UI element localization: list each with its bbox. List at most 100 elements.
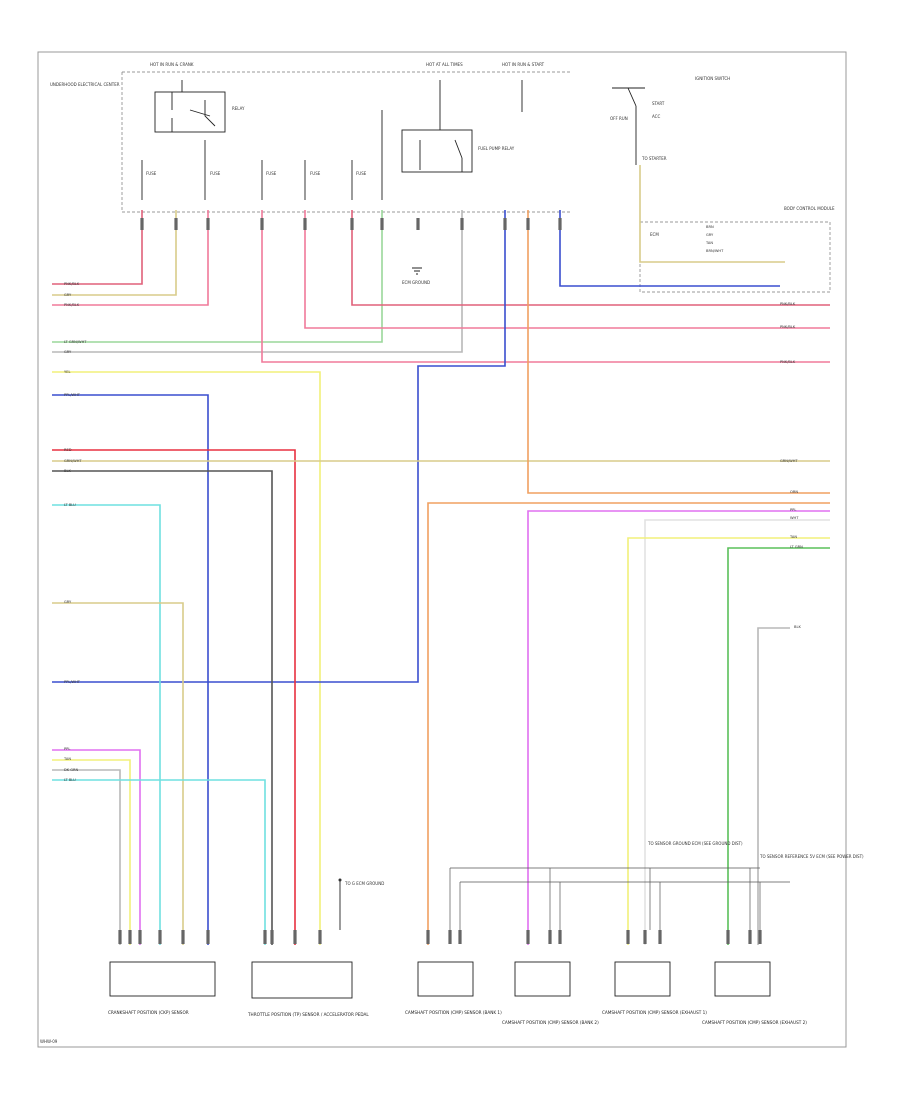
left-wire-label-7: PPL/WHT (64, 393, 81, 397)
wire-lt-blue-2 (52, 779, 266, 945)
left-wire-label-6: YEL (64, 370, 70, 374)
hot-label-mid: HOT AT ALL TIMES (426, 62, 463, 67)
wire-pink-right-3 (261, 210, 830, 363)
right-wire-label-4: GRN/WHT (780, 459, 798, 463)
fuse-a-label: FUSE (146, 171, 157, 176)
cmp-exhaust1-box (614, 961, 671, 997)
fuse-e-label: FUSE (356, 171, 367, 176)
ecm-title: BODY CONTROL MODULE (784, 206, 835, 211)
connector-pin-1 (118, 930, 122, 944)
wire-gray-3 (757, 627, 790, 945)
connector-pin-18 (643, 930, 647, 944)
fuse-connector-5 (303, 218, 307, 230)
connector-pin-12 (448, 930, 452, 944)
left-wire-label-2: GRY (64, 293, 72, 297)
ground-symbol (412, 267, 422, 275)
component-label-6: CAMSHAFT POSITION (CMP) SENSOR (EXHAUST … (702, 1020, 807, 1025)
fuse-connector-9 (460, 218, 464, 230)
connector-pin-11 (426, 930, 430, 944)
left-wire-label-4: LT GRN/WHT (64, 340, 87, 344)
wire-yellow-3 (627, 537, 830, 945)
power-distribution: HOT IN RUN & CRANK HOT AT ALL TIMES HOT … (50, 62, 730, 213)
ecm-pin-4: BRN/WHT (706, 249, 724, 253)
ckp-sensor-box (109, 961, 216, 997)
connector-pin-5 (181, 930, 185, 944)
off-run-label: OFF RUN (610, 116, 628, 121)
underhood-label: UNDERHOOD ELECTRICAL CENTER (50, 82, 120, 87)
right-wire-labels: PNK/BLK PNK/BLK PNK/BLK GRN/WHT ORN PPL … (780, 302, 803, 629)
component-label-2: THROTTLE POSITION (TP) SENSOR / ACCELERA… (247, 1012, 369, 1017)
right-wire-label-3: PNK/BLK (780, 360, 796, 364)
relay-label: RELAY (232, 106, 245, 111)
accessory-label: ACC (652, 114, 660, 119)
wire-red (52, 449, 296, 945)
left-wire-label-13: PPL/WHT (64, 680, 81, 684)
wire-violet-1 (52, 749, 141, 945)
right-wire-label-6: PPL (790, 508, 796, 512)
wire-blue-1 (52, 394, 209, 945)
ground-label: ECM GROUND (402, 280, 430, 285)
wire-gray-2 (52, 769, 121, 945)
connector-pin-13 (458, 930, 462, 944)
right-wire-label-5: ORN (790, 490, 798, 494)
fuse-connector-7 (380, 218, 384, 230)
right-wire-label-9: LT GRN (790, 545, 803, 549)
underhood-fuse-block-outline (121, 71, 572, 213)
fuse-connector-12 (558, 218, 562, 230)
left-wire-label-1: PNK/BLK (64, 282, 80, 286)
power-bus (181, 80, 523, 200)
start-label: START (652, 101, 665, 106)
wire-tan-2 (52, 602, 184, 945)
fuse-connector-4 (260, 218, 264, 230)
wire-orange-top (527, 210, 830, 494)
fuse-d-label: FUSE (310, 171, 321, 176)
sensor-note-left: TO SENSOR GROUND ECM (SEE GROUND DIST) (647, 841, 743, 846)
wire-pink-blk-1 (52, 210, 143, 285)
left-wire-label-12: GRY (64, 600, 72, 604)
left-wire-label-14: PPL (64, 747, 70, 751)
component-label-3: CAMSHAFT POSITION (CMP) SENSOR (BANK 1) (405, 1010, 502, 1015)
fuse-b-label: FUSE (210, 171, 221, 176)
wire-lt-grn-1 (52, 210, 383, 343)
fuse-connector-2 (174, 218, 178, 230)
diagram-frame (37, 51, 847, 1048)
left-wire-labels: PNK/BLK GRY PNK/BLK LT GRN/WHT GRY YEL P… (63, 282, 87, 782)
wire-black (52, 470, 273, 945)
connector-pin-9 (293, 930, 297, 944)
connector-pin-3 (138, 930, 142, 944)
wire-gray-1 (52, 210, 463, 353)
ecm-pin-3: TAN (705, 241, 713, 245)
wire-pink-right-1 (351, 210, 830, 306)
wire-yellow-main (52, 371, 321, 945)
connector-pin-19 (658, 930, 662, 944)
left-wire-label-8: RED (64, 448, 72, 452)
tp-ground-dot (338, 878, 342, 882)
ecm-block: BODY CONTROL MODULE ECM BRN GRY TAN BRN/… (639, 206, 835, 293)
to-starter-label: TO STARTER (641, 156, 667, 161)
right-wire-label-7: WHT (790, 516, 799, 520)
wire-yellow-2 (52, 759, 131, 945)
cmp-exhaust2-box (714, 961, 771, 997)
wire-pink-right-2 (304, 210, 830, 329)
ignition-switch-label: IGNITION SWITCH (695, 76, 730, 81)
bottom-components: CRANKSHAFT POSITION (CKP) SENSOR THROTTL… (108, 961, 807, 1025)
right-wire-label-1: PNK/BLK (780, 302, 796, 306)
right-wire-label-2: PNK/BLK (780, 325, 796, 329)
connector-pin-2 (128, 930, 132, 944)
wire-layer (52, 165, 830, 945)
cmp-bank2-box (514, 961, 571, 997)
connector-pin-22 (758, 930, 762, 944)
relay-contacts (171, 92, 216, 132)
left-wire-label-11: LT BLU (64, 503, 76, 507)
connector-pin-21 (748, 930, 752, 944)
left-wire-label-9: GRN/WHT (64, 459, 82, 463)
fuel-pump-relay-box (401, 129, 473, 173)
wire-lt-blue-1 (52, 504, 161, 945)
fuse-c-label: FUSE (266, 171, 277, 176)
fuse-connector-6 (350, 218, 354, 230)
wire-white (644, 519, 830, 945)
connector-pin-15 (548, 930, 552, 944)
component-label-4: CAMSHAFT POSITION (CMP) SENSOR (BANK 2) (502, 1020, 599, 1025)
left-wire-label-10: BLK (64, 469, 71, 473)
